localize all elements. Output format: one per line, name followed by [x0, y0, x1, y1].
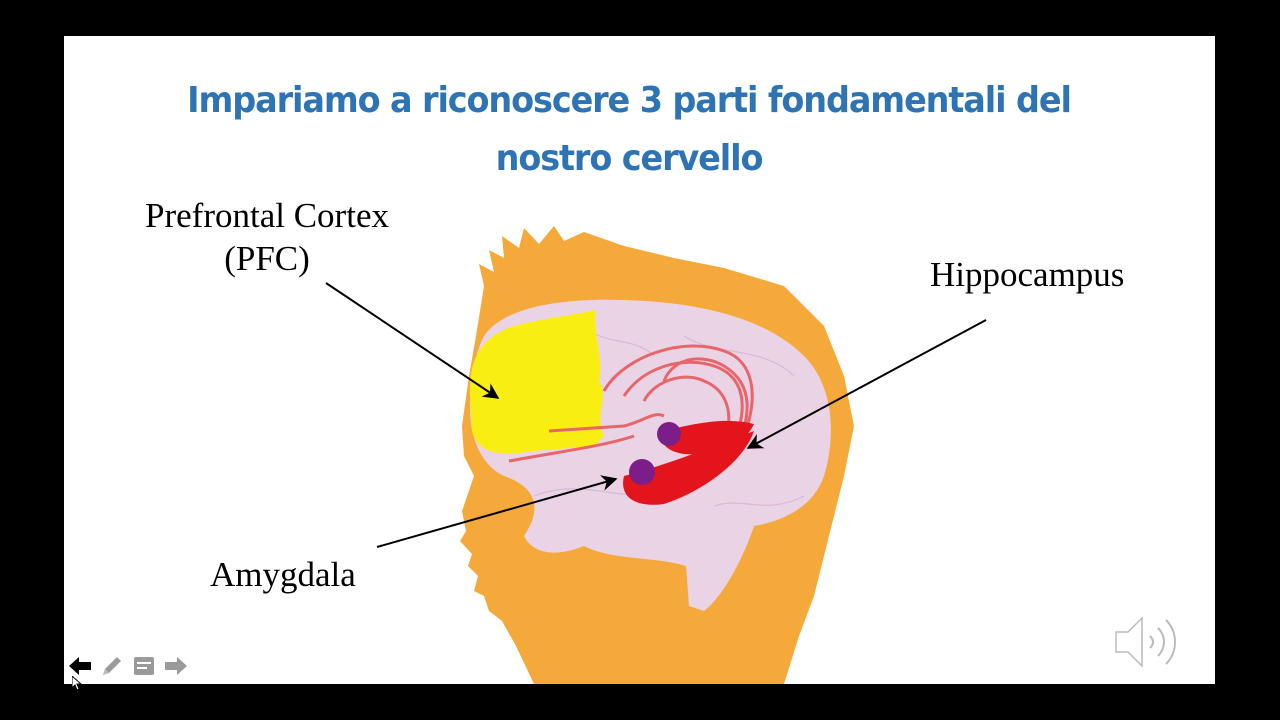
slide-menu-icon	[134, 657, 154, 675]
next-slide-button[interactable]	[164, 654, 188, 678]
hippocampus-lower-region	[623, 431, 754, 505]
brain-illustration	[325, 226, 987, 684]
amygdala-lower	[629, 459, 655, 485]
title-line-2: nostro cervello	[495, 138, 764, 179]
label-hippocampus: Hippocampus	[930, 255, 1125, 294]
title-line-1: Impariamo a riconoscere 3 parti fondamen…	[187, 80, 1072, 121]
previous-slide-button[interactable]	[68, 654, 92, 678]
prefrontal-cortex-region	[469, 310, 604, 454]
presentation-slide: Impariamo a riconoscere 3 parti fondamen…	[64, 36, 1215, 684]
pfc-arrow	[325, 282, 500, 399]
label-pfc-line-2: (PFC)	[224, 239, 310, 278]
hippocampus-arrow	[746, 319, 987, 449]
amygdala-upper	[657, 422, 681, 446]
label-prefrontal-cortex: Prefrontal Cortex (PFC)	[122, 196, 412, 279]
forward-arrow-icon	[165, 657, 187, 675]
limbic-system	[508, 344, 754, 463]
back-arrow-icon	[69, 657, 91, 675]
amygdala-arrow	[376, 475, 618, 548]
pen-icon	[103, 657, 121, 675]
slide-title: Impariamo a riconoscere 3 parti fondamen…	[104, 72, 1155, 188]
label-amygdala: Amygdala	[210, 555, 356, 594]
slide-menu-button[interactable]	[132, 654, 156, 678]
label-pfc-line-1: Prefrontal Cortex	[145, 196, 389, 235]
mouse-cursor-icon	[72, 676, 82, 690]
speaker-icon[interactable]	[1114, 614, 1184, 670]
pen-tool-button[interactable]	[100, 654, 124, 678]
